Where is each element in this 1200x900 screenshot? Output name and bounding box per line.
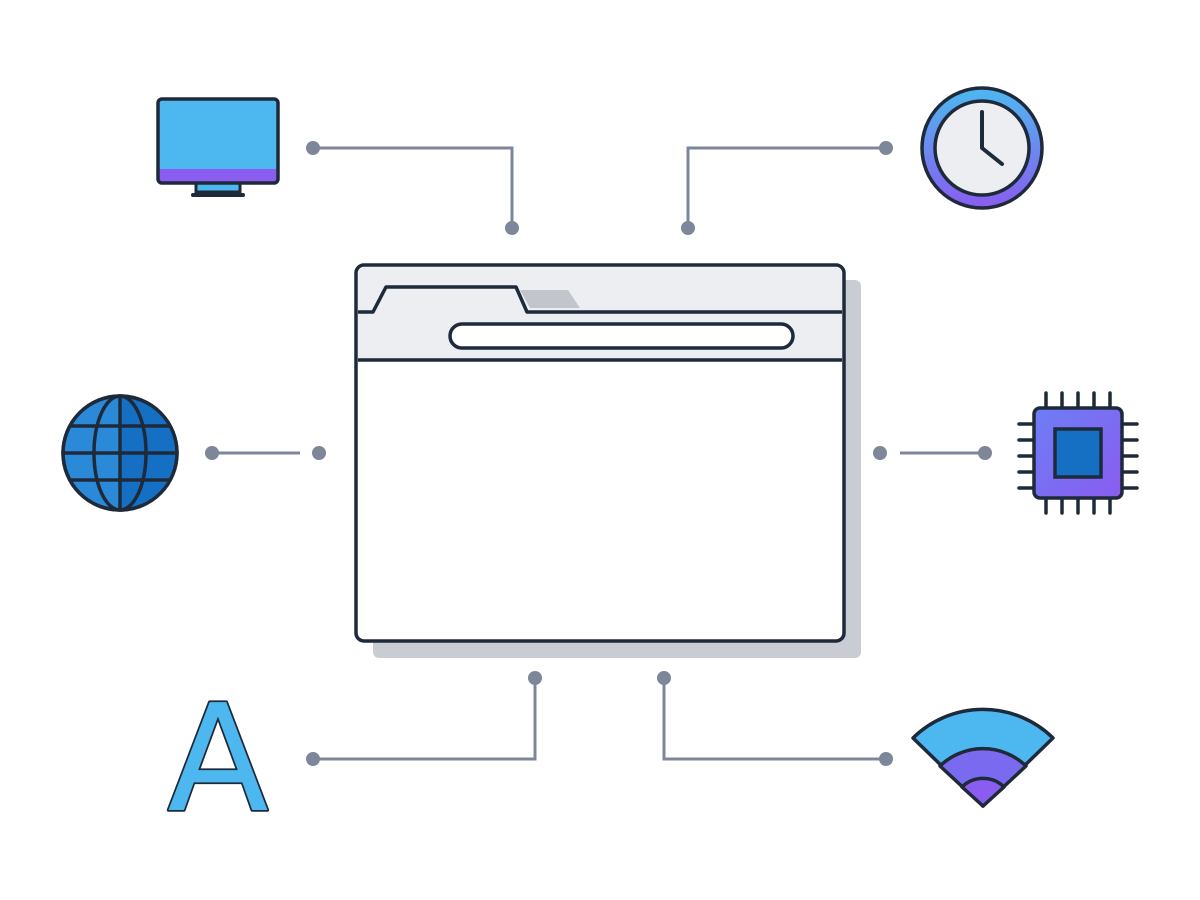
connector-clock bbox=[681, 141, 893, 235]
font-letter-glyph: A bbox=[167, 673, 268, 845]
connector-chip bbox=[873, 446, 992, 460]
connector-font bbox=[306, 671, 542, 766]
connectors bbox=[205, 141, 992, 766]
address-bar bbox=[448, 322, 795, 350]
monitor-icon bbox=[156, 97, 280, 197]
browser-window bbox=[354, 263, 861, 658]
globe-icon bbox=[61, 394, 179, 512]
inactive-tab bbox=[520, 290, 580, 308]
chip-icon bbox=[1017, 391, 1139, 515]
wifi-icon bbox=[911, 707, 1055, 808]
font-letter-icon: A bbox=[166, 671, 271, 847]
connector-wifi bbox=[657, 671, 893, 766]
connector-globe bbox=[205, 446, 326, 460]
connector-monitor bbox=[306, 141, 519, 235]
clock-icon bbox=[920, 86, 1044, 210]
active-tab bbox=[358, 285, 842, 314]
